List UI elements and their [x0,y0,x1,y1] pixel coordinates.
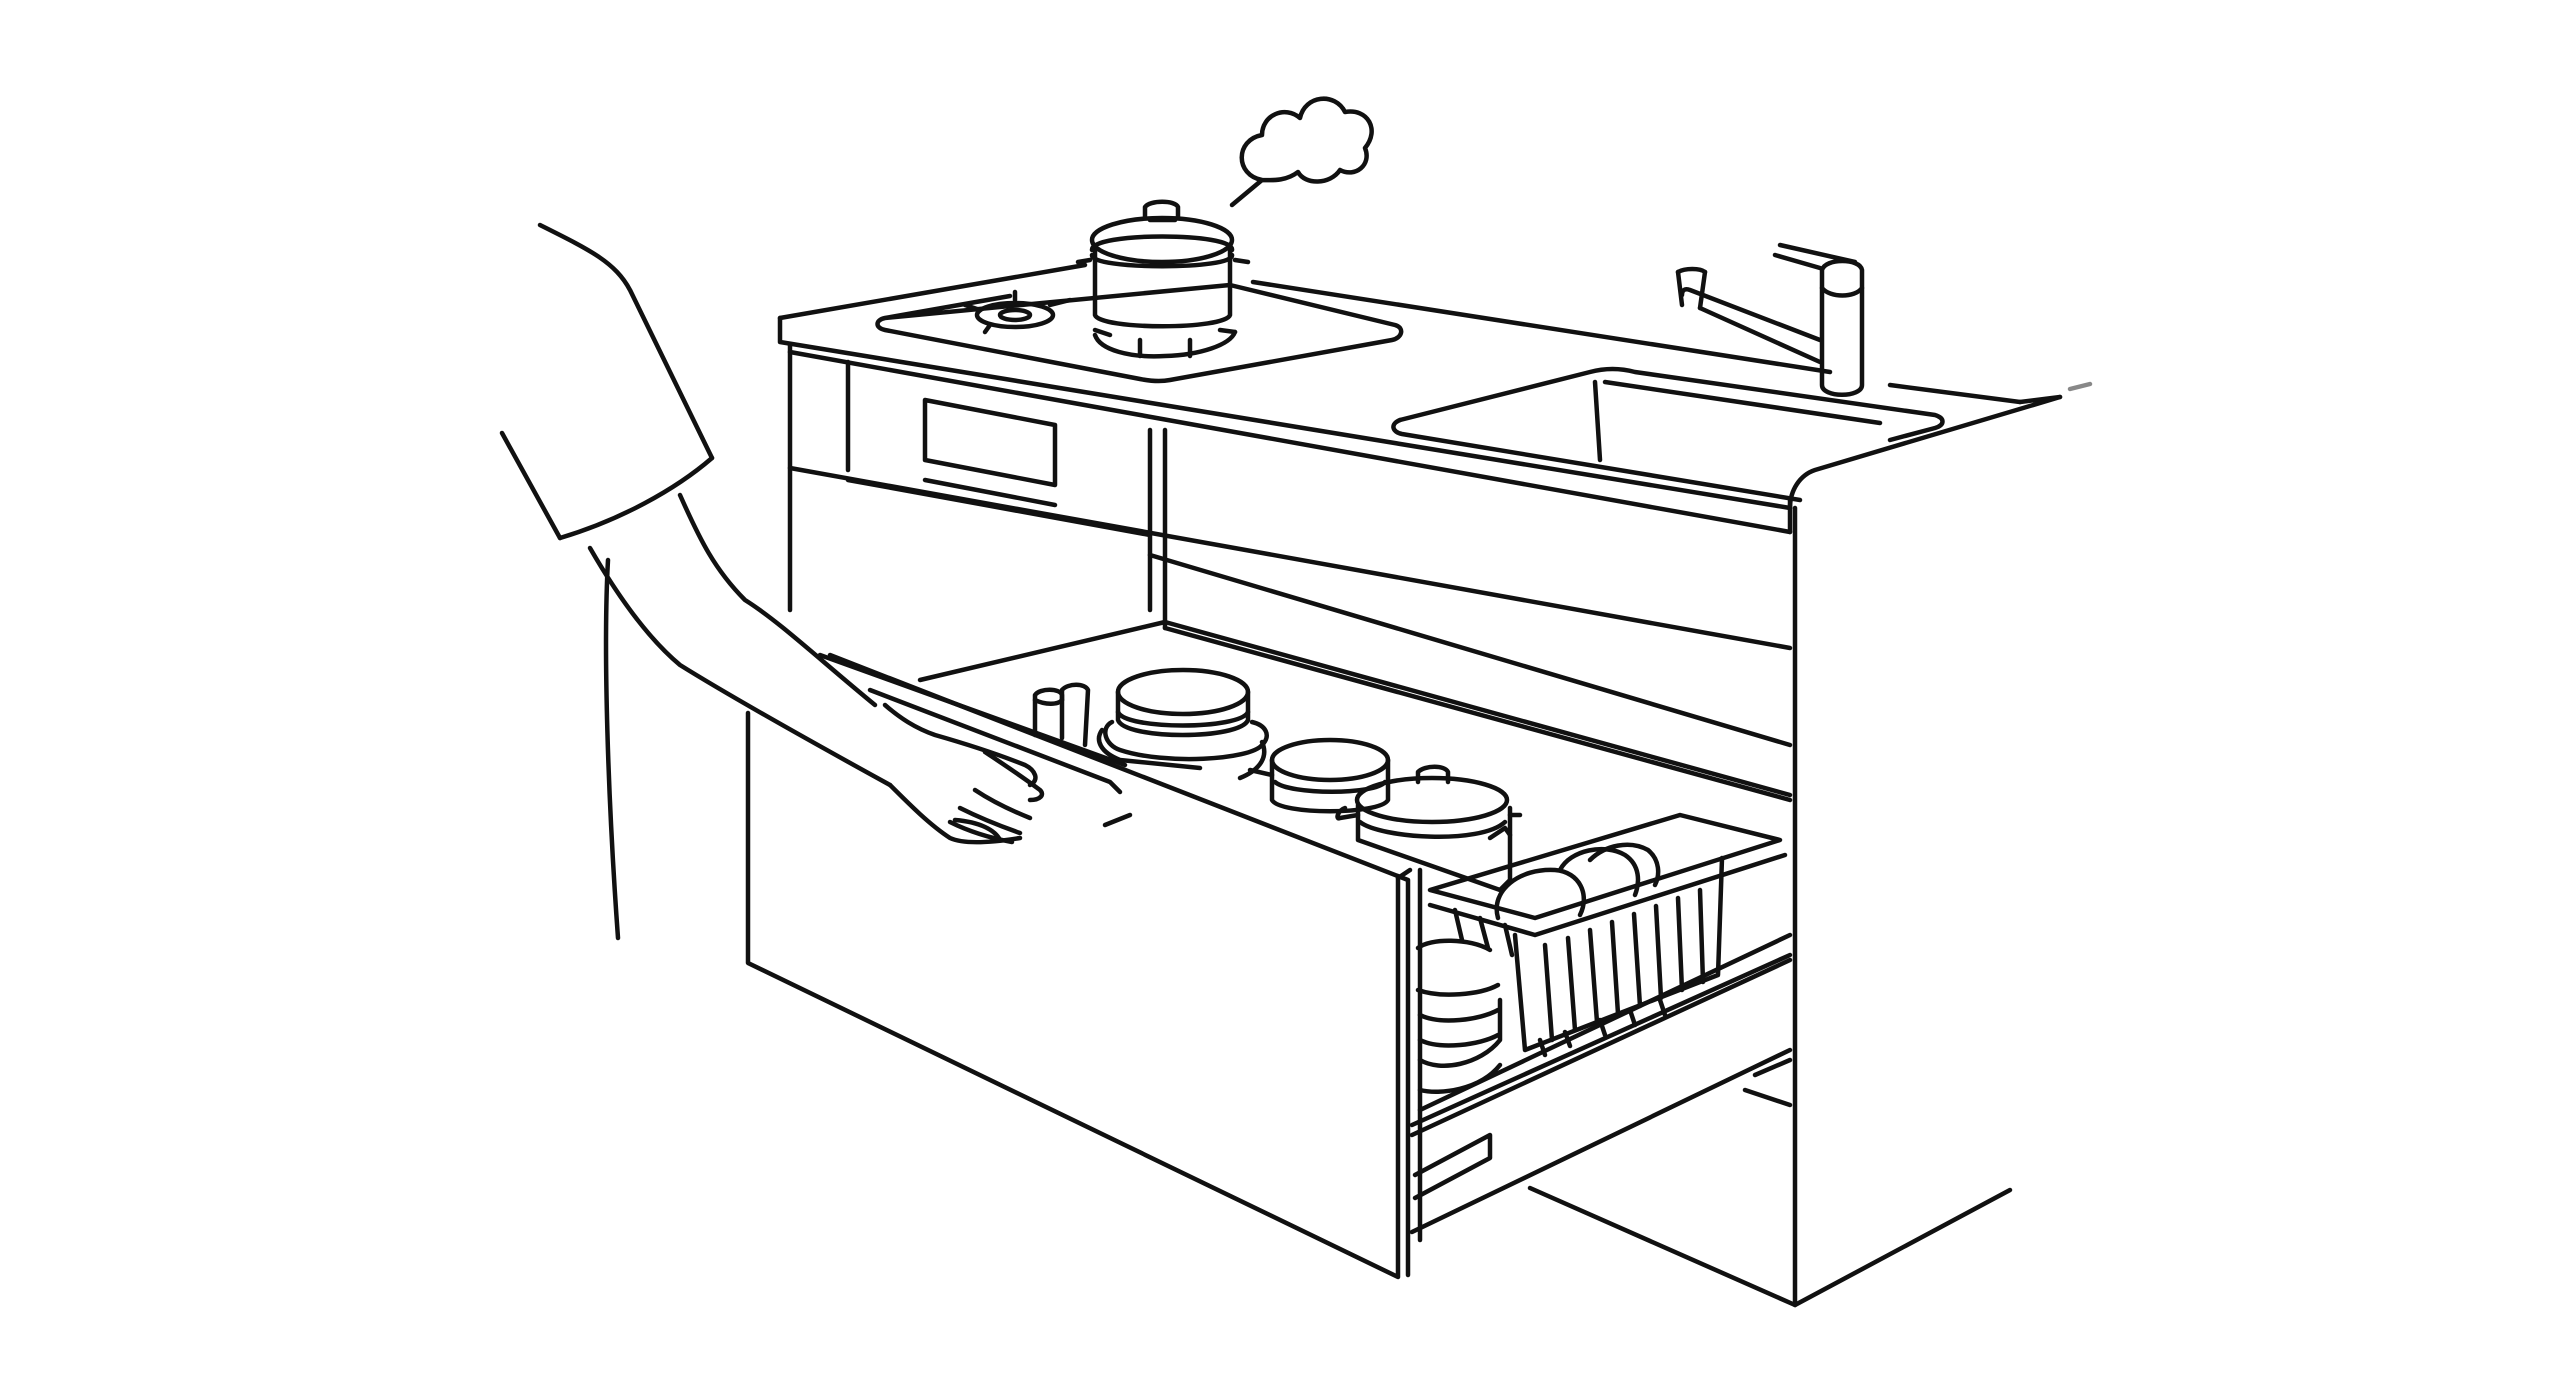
person-arm-icon [499,222,893,941]
cups-icon [1032,682,1091,748]
faucet-icon [1675,242,1865,397]
countertop-icon [777,262,2093,1308]
stacked-bowls-icon [1096,667,1269,781]
steam-cloud-icon [1229,96,1374,208]
sink-icon [1391,366,1945,503]
hand-icon [882,702,1045,845]
pots-icon [1247,737,1523,893]
pull-out-drawer-icon [745,652,2013,1308]
gas-stove-icon [875,282,1404,384]
plates-icon [1415,842,1661,1094]
kitchen-cabinet-icon [787,349,1793,803]
steaming-pot-icon [1075,199,1251,329]
dish-rack-icon [1427,812,1788,1058]
